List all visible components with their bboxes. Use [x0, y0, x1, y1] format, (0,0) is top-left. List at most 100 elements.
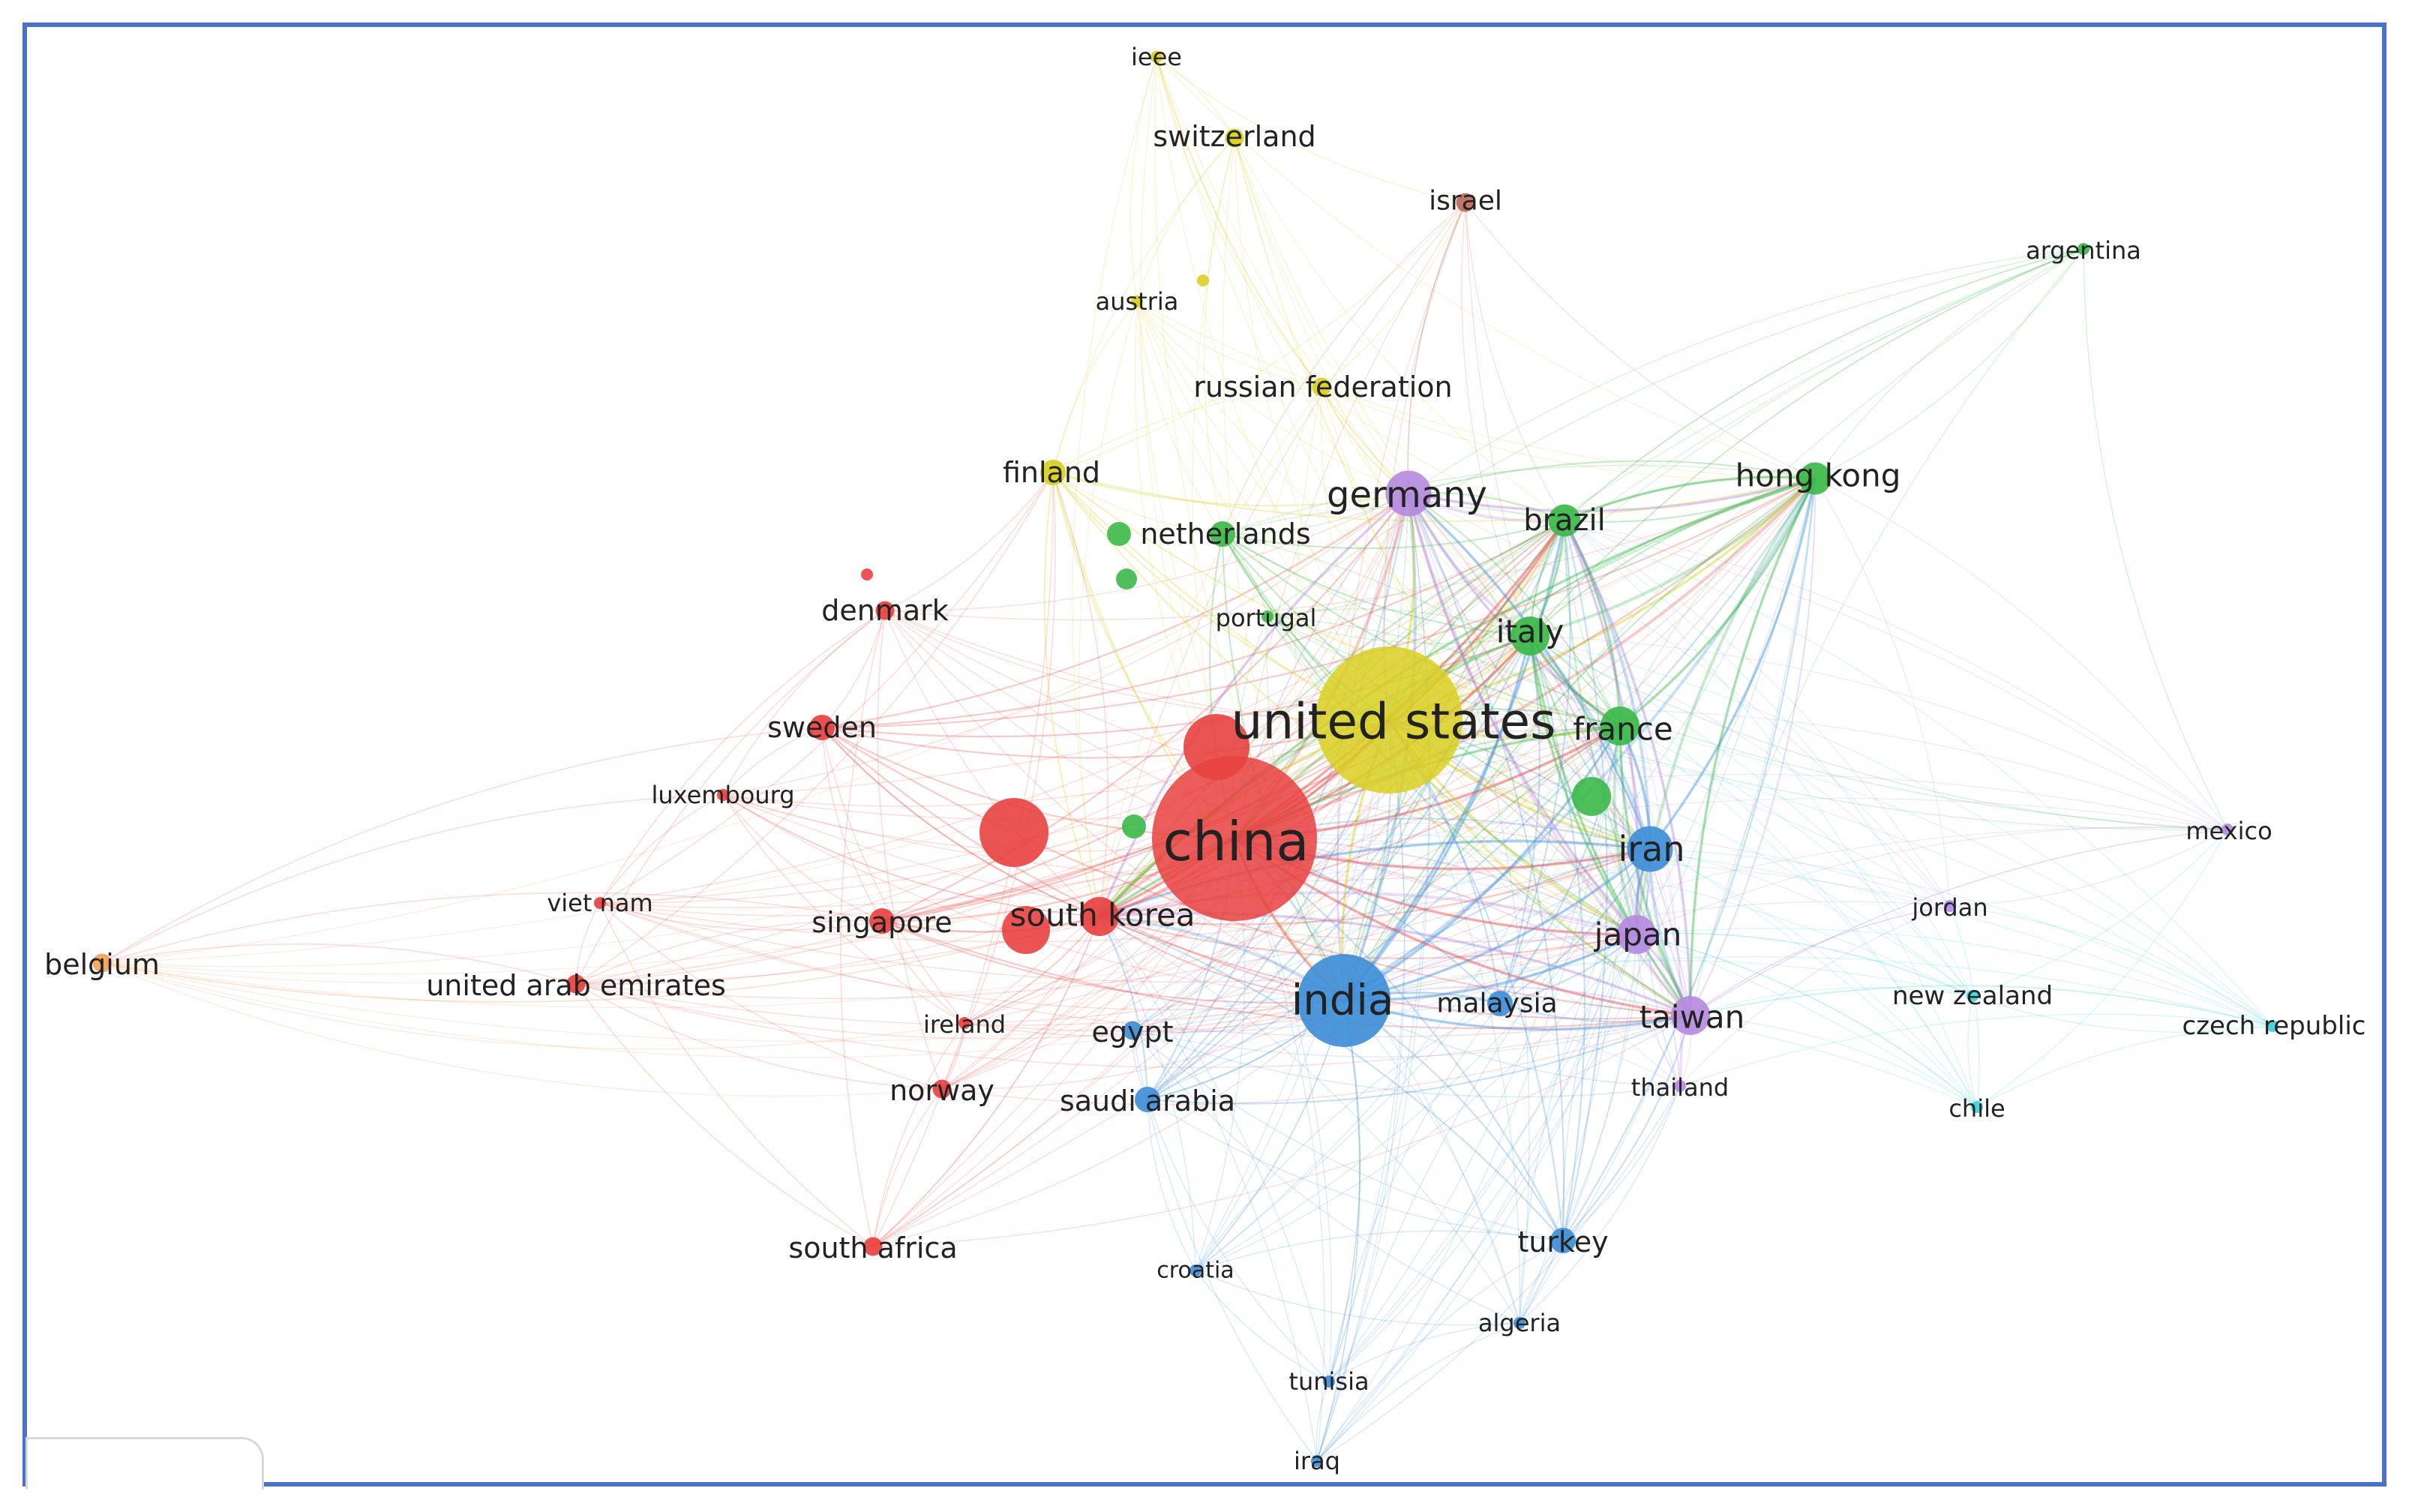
edge-argentina-india: [1343, 248, 2084, 1001]
node-croatia[interactable]: [1190, 1264, 1202, 1276]
node-jordan[interactable]: [1944, 900, 1956, 912]
edge-malaysia-france: [1499, 725, 1622, 1004]
node-new-zealand[interactable]: [1966, 990, 1978, 1002]
edge-mexico-india: [1343, 826, 2228, 1001]
edge-luxembourg-united_states: [722, 719, 1390, 807]
edge-israel-italy: [1461, 202, 1531, 637]
node-sweden[interactable]: [809, 715, 835, 740]
node-china[interactable]: [1152, 756, 1317, 921]
label-hong-kong: hong kong: [1736, 458, 1901, 494]
edge-israel-south_korea: [1099, 202, 1466, 917]
edge-iraq-japan: [1316, 934, 1637, 1462]
edge-brazil-hong_kong: [1564, 477, 1816, 523]
node-norway[interactable]: [932, 1079, 952, 1099]
node-argentina[interactable]: [2078, 243, 2090, 255]
edge-jordan-taiwan: [1690, 905, 1951, 1016]
edge-south_korea-japan: [1099, 915, 1637, 959]
edge-italy-taiwan: [1528, 635, 1691, 1016]
node-singapore[interactable]: [869, 908, 895, 934]
node-luxembourg[interactable]: [717, 789, 729, 801]
node-germany[interactable]: [1385, 470, 1432, 517]
node-chile[interactable]: [1971, 1101, 1983, 1113]
edge-iran-thailand: [1646, 848, 1681, 1087]
node-ireland[interactable]: [958, 1017, 970, 1029]
edge-singapore-united_states: [881, 719, 1390, 922]
node-denmark[interactable]: [875, 601, 895, 620]
edge-thailand-france: [1619, 725, 1683, 1087]
edge-denmark-india: [884, 610, 1345, 1001]
node-egypt[interactable]: [1123, 1021, 1142, 1040]
node-india[interactable]: [1298, 954, 1390, 1047]
edge-india-france: [1343, 725, 1621, 1001]
edge-belgium-japan: [101, 934, 1637, 1042]
label-france: france: [1573, 711, 1672, 748]
edge-japan-south_korea: [1099, 891, 1637, 936]
edge-singapore-taiwan: [881, 920, 1691, 1030]
node-viet-nam[interactable]: [594, 897, 606, 909]
edge-viet_nam-india: [599, 902, 1345, 1010]
node-austria[interactable]: [1131, 296, 1143, 308]
edge-germany-hong_kong: [1408, 477, 1816, 512]
edge-luxembourg-hong_kong: [722, 478, 1816, 796]
edge-chile-india: [1343, 996, 1978, 1108]
node-south-africa[interactable]: [863, 1237, 883, 1256]
edge-sweden-denmark: [821, 610, 886, 728]
node-russian-federation[interactable]: [1312, 377, 1331, 397]
edge-switzerland-japan: [1234, 137, 1637, 935]
node-belgium[interactable]: [92, 953, 112, 973]
edge-russian_federation-india: [1294, 386, 1345, 1001]
edge-switzerland-united_states: [1234, 137, 1390, 721]
node-united-states[interactable]: [1316, 646, 1462, 794]
node-iran[interactable]: [1627, 826, 1673, 872]
edge-iraq-india: [1316, 1000, 1360, 1462]
node-algeria[interactable]: [1514, 1317, 1526, 1329]
node-netherlands[interactable]: [1210, 521, 1235, 547]
node-portugal[interactable]: [1262, 610, 1274, 622]
node-finland[interactable]: [1040, 460, 1066, 485]
node-hong-kong[interactable]: [1798, 462, 1832, 495]
node-switzerland[interactable]: [1225, 128, 1244, 148]
node-malaysia[interactable]: [1487, 991, 1513, 1016]
node-czech-republic[interactable]: [2266, 1020, 2278, 1032]
node-turkey[interactable]: [1550, 1228, 1576, 1253]
label-portugal: portugal: [1216, 604, 1317, 632]
node-ieee[interactable]: [1150, 51, 1162, 63]
node-iraq[interactable]: [1311, 1455, 1323, 1467]
edge-new_zealand-chile: [1967, 995, 1978, 1108]
node-thailand[interactable]: [1674, 1080, 1686, 1092]
edge-united_arab_emirates-norway: [575, 983, 943, 1090]
node-brazil[interactable]: [1548, 504, 1581, 537]
node-italy[interactable]: [1510, 616, 1550, 656]
node-united-arab-emirates[interactable]: [566, 974, 586, 994]
edge-taiwan-brazil: [1563, 520, 1692, 1016]
edge-algeria-thailand: [1519, 1085, 1681, 1324]
node-taiwan[interactable]: [1671, 996, 1710, 1035]
edge-italy-japan: [1528, 635, 1637, 935]
node-france[interactable]: [1600, 706, 1640, 746]
edge-singapore-united_arab_emirates: [575, 920, 883, 985]
edge-turkey-taiwan: [1562, 1015, 1692, 1241]
edge-ieee-israel: [1156, 56, 1466, 203]
unlabeled-node-7: [861, 568, 873, 580]
node-japan[interactable]: [1617, 915, 1656, 954]
edge-saudi_arabia-south_korea: [1099, 916, 1149, 1100]
edge-hong_kong-france: [1619, 478, 1816, 727]
edge-egypt-iran: [1132, 848, 1651, 1031]
node-tunisia[interactable]: [1323, 1376, 1335, 1388]
edge-iraq-thailand: [1316, 1085, 1681, 1462]
edge-norway-taiwan: [941, 1015, 1691, 1106]
edge-viet_nam-finland: [599, 472, 1054, 904]
node-south-korea[interactable]: [1080, 897, 1119, 936]
edge-switzerland-iran: [1234, 137, 1651, 850]
node-israel[interactable]: [1456, 193, 1475, 212]
label-viet-nam: viet nam: [547, 889, 652, 917]
edge-malaysia-brazil: [1498, 520, 1571, 1004]
edge-hong_kong-taiwan: [1688, 478, 1816, 1016]
edge-new_zealand-united_states: [1388, 719, 1973, 997]
node-mexico[interactable]: [2222, 824, 2234, 836]
edge-italy-india: [1342, 635, 1531, 1001]
node-saudi-arabia[interactable]: [1135, 1087, 1160, 1112]
edge-saudi_arabia-turkey: [1147, 1099, 1564, 1241]
edge-germany-south_korea: [1098, 493, 1409, 917]
